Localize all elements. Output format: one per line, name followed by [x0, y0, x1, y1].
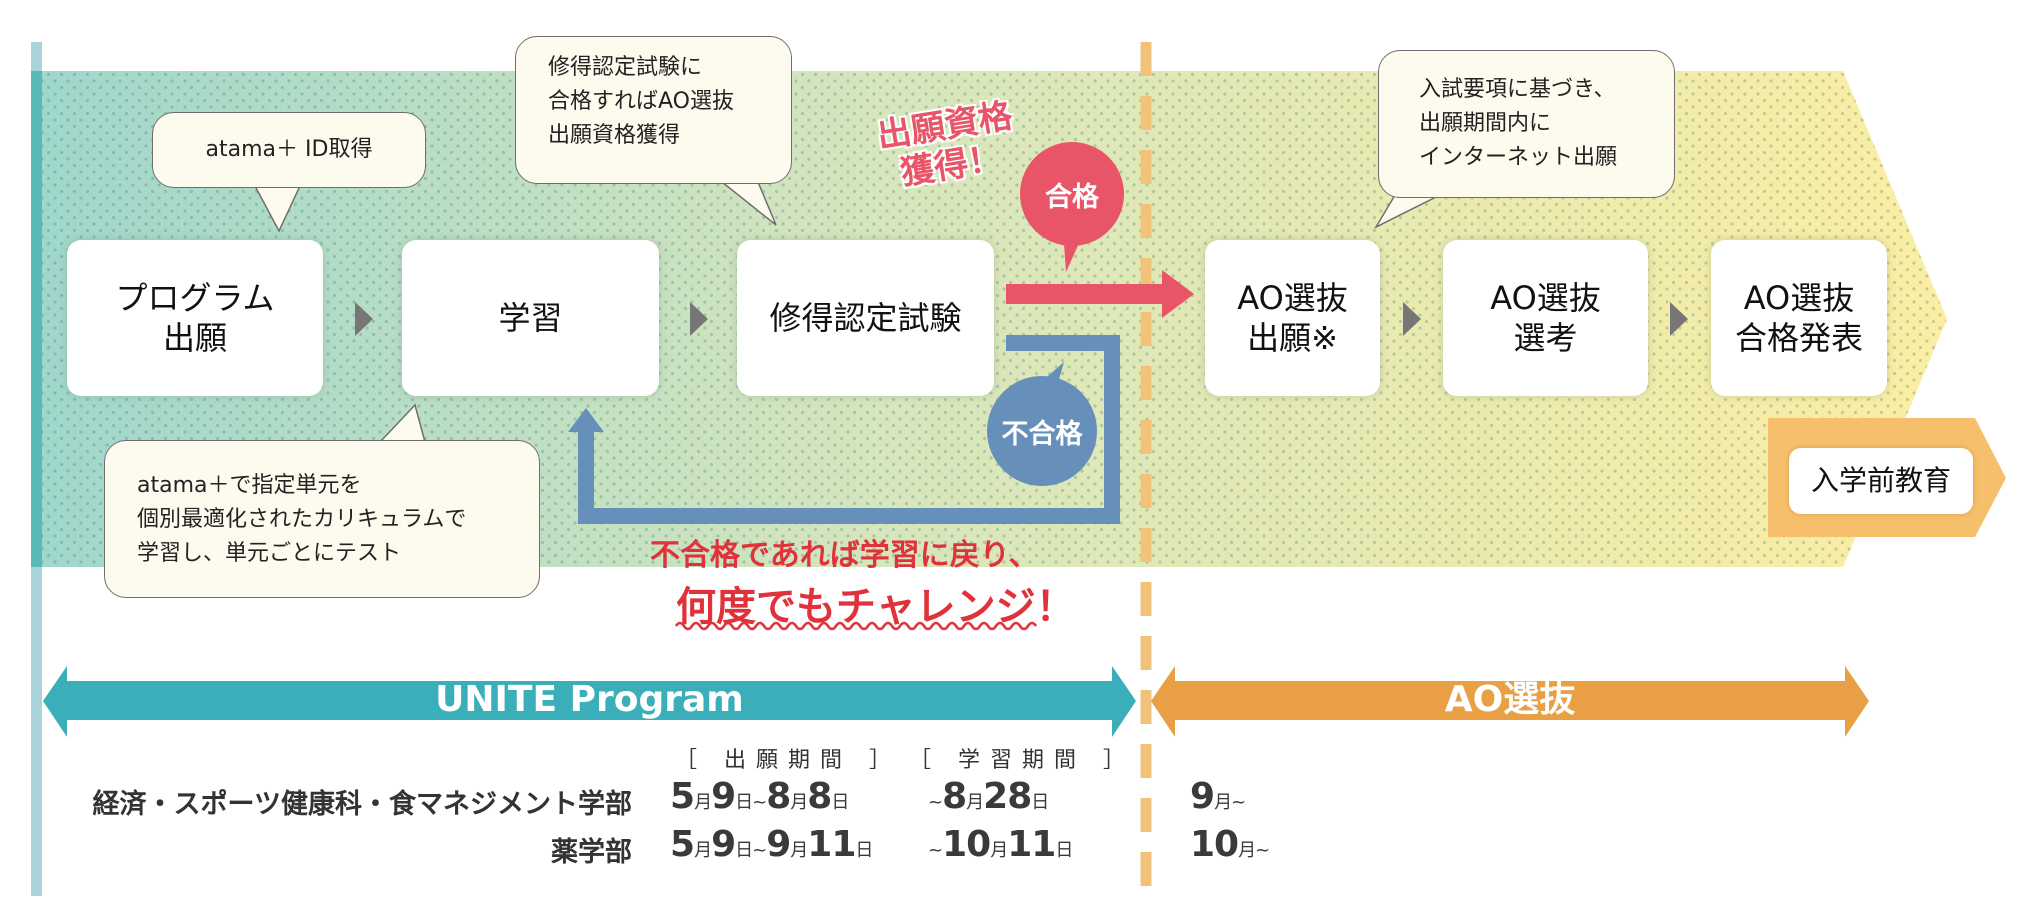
step-ao-result: AO選抜 合格発表	[1711, 240, 1887, 396]
unit: 月	[694, 792, 712, 813]
month: 9	[766, 824, 791, 865]
retry-message-line2: 何度でもチャレンジ！	[676, 584, 1076, 630]
apply-period: 5月9日~8月8日	[670, 776, 849, 817]
header-study-period: ［ 学習期間 ］	[909, 748, 1135, 773]
day: 8	[807, 776, 832, 817]
unite-phase-label: UNITE Program	[435, 679, 744, 720]
unite-phase-arrow	[43, 666, 1136, 737]
unit: 日	[1031, 792, 1049, 813]
day: 11	[807, 824, 856, 865]
unit: 日	[735, 792, 753, 813]
month: 5	[670, 824, 695, 865]
bubble-exam-info: 修得認定試験に 合格すればAO選抜 出願資格獲得	[515, 36, 792, 184]
pre-education-box: 入学前教育	[1789, 448, 1973, 514]
unit: 日	[855, 840, 873, 861]
unit: 日	[1055, 840, 1073, 861]
step-arrow-icon	[355, 302, 373, 336]
dept-label: 経済・スポーツ健康科・食マネジメント学部	[92, 789, 632, 820]
unit: 日	[831, 792, 849, 813]
unit: 月	[790, 792, 808, 813]
pass-arrow	[1006, 284, 1166, 304]
fail-loop-arrow-head	[568, 408, 604, 432]
pass-badge: 合格	[1020, 142, 1124, 246]
study-period: ~8月28日	[928, 776, 1049, 817]
tilde: ~	[1231, 792, 1246, 813]
month: 10	[942, 824, 991, 865]
ao-start: 10月~	[1190, 824, 1270, 865]
bubble-atama-id: atama＋ ID取得	[152, 112, 426, 188]
dept-label: 薬学部	[551, 837, 632, 868]
month: 5	[670, 776, 695, 817]
tilde: ~	[1255, 840, 1270, 861]
unit: 月	[1238, 840, 1256, 861]
unit: 日	[735, 840, 753, 861]
step-ao-selection: AO選抜 選考	[1443, 240, 1648, 396]
step-arrow-icon	[1403, 302, 1421, 336]
bubble-study-info: atama＋で指定単元を 個別最適化されたカリキュラムで 学習し、単元ごとにテス…	[104, 440, 540, 598]
step-study: 学習	[402, 240, 659, 396]
ao-phase-arrow	[1151, 666, 1869, 737]
bubble-ao-apply-info: 入試要項に基づき、 出願期間内に インターネット出願	[1378, 50, 1675, 198]
fail-loop-arrow	[578, 335, 1120, 524]
pass-arrow-head	[1162, 270, 1194, 318]
step-certification-exam: 修得認定試験	[737, 240, 994, 396]
unit: 月	[694, 840, 712, 861]
retry-message-line1: 不合格であれば学習に戻り、	[650, 538, 1039, 573]
tilde: ~	[752, 792, 767, 813]
unit: 月	[790, 840, 808, 861]
tilde: ~	[928, 840, 943, 861]
step-ao-apply: AO選抜 出願※	[1205, 240, 1380, 396]
apply-period: 5月9日~9月11日	[670, 824, 873, 865]
fail-badge: 不合格	[987, 376, 1097, 486]
day: 28	[983, 776, 1032, 817]
month: 10	[1190, 824, 1239, 865]
unit: 月	[990, 840, 1008, 861]
study-period: ~10月11日	[928, 824, 1073, 865]
ao-start: 9月~	[1190, 776, 1246, 817]
tilde: ~	[928, 792, 943, 813]
unit: 月	[966, 792, 984, 813]
ao-phase-label: AO選抜	[1444, 679, 1576, 720]
month: 8	[766, 776, 791, 817]
header-apply-period: ［ 出願期間 ］	[675, 748, 901, 773]
month: 9	[1190, 776, 1215, 817]
unit: 月	[1214, 792, 1232, 813]
wavy-underline	[674, 621, 1038, 631]
step-arrow-icon	[690, 302, 708, 336]
step-arrow-icon	[1670, 302, 1688, 336]
day: 9	[711, 776, 736, 817]
step-program-apply: プログラム 出願	[67, 240, 323, 396]
tilde: ~	[752, 840, 767, 861]
day: 9	[711, 824, 736, 865]
day: 11	[1007, 824, 1056, 865]
month: 8	[942, 776, 967, 817]
